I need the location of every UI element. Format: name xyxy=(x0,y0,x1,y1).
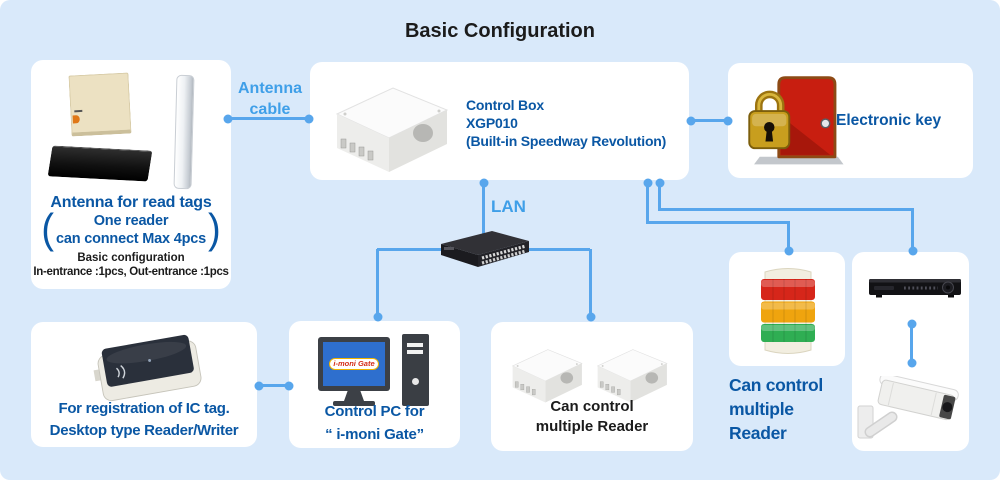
reader-writer-line1: For registration of IC tag. xyxy=(58,400,230,417)
reader-writer-caption: For registration of IC tag. Desktop type… xyxy=(31,398,257,442)
cctv-camera-icon xyxy=(850,373,962,446)
antenna-paren-line2: can connect Max 4pcs xyxy=(56,231,206,248)
line-endpoint xyxy=(723,116,733,125)
line-endpoint xyxy=(254,381,264,391)
pole-antenna-icon xyxy=(173,74,195,190)
tower-line-v1 xyxy=(646,182,649,224)
electronic-key-label: Electronic key xyxy=(836,112,942,129)
antenna-logo-mark xyxy=(72,115,80,124)
antenna-port-mark xyxy=(74,109,83,113)
dvr-line-v1 xyxy=(658,182,661,211)
line-endpoint xyxy=(223,114,233,123)
line-endpoint xyxy=(586,312,595,322)
signal-tower-icon xyxy=(756,263,820,359)
panel-antenna-icon xyxy=(68,72,132,137)
key-line xyxy=(690,119,729,122)
switch-reader-line-h xyxy=(522,248,590,251)
signal-tower-caption-line2: multiple xyxy=(729,399,794,420)
signal-tower-caption: Can control multiple Reader xyxy=(729,373,849,445)
padlock-door-icon xyxy=(742,72,847,172)
control-box-icon xyxy=(325,76,455,176)
desktop-reader-icon xyxy=(88,326,208,402)
paren-close: ) xyxy=(207,206,221,254)
reader-icon xyxy=(505,342,587,405)
monitor-base xyxy=(333,401,375,406)
line-endpoint xyxy=(373,312,383,322)
dvr-line-v2 xyxy=(911,209,914,253)
paren-open: ( xyxy=(41,206,55,254)
multi-reader-line1: Can control xyxy=(550,398,634,415)
tower-slot xyxy=(407,343,423,347)
switch-pc-line-h xyxy=(377,248,447,251)
control-box-line2: XGP010 xyxy=(466,114,518,131)
signal-tower-caption-line3: Reader xyxy=(729,423,787,444)
multi-reader-line2: multiple Reader xyxy=(535,418,649,436)
antenna-cable-label-line2: cable xyxy=(249,100,291,118)
pc-tower-icon xyxy=(402,334,429,406)
network-switch-icon xyxy=(434,227,534,271)
antenna-note-line1: Basic configuration xyxy=(77,252,185,264)
tower-line-h xyxy=(646,221,790,224)
signal-tower-caption-line1: Can control xyxy=(729,375,823,395)
tower-slot xyxy=(407,350,423,354)
antenna-cable-label: Antenna cable xyxy=(224,79,316,121)
line-endpoint xyxy=(643,178,652,188)
control-box-line3: (Built-in Speedway Revolution) xyxy=(466,132,667,149)
line-endpoint xyxy=(479,178,488,188)
control-pc-caption: Control PC for “ i-moni Gate” xyxy=(289,401,460,446)
antenna-box-title: Antenna for read tags xyxy=(50,194,212,211)
dvr-line-h xyxy=(658,208,914,211)
control-pc-line2: “ i-moni Gate” xyxy=(325,425,424,443)
line-endpoint xyxy=(908,246,917,256)
imoni-gate-logo: i-moni Gate xyxy=(329,357,379,371)
lan-line xyxy=(482,181,485,239)
monitor-screen: i-moni Gate xyxy=(323,342,385,386)
control-box-line1: Control Box xyxy=(466,97,544,113)
dvr-camera-line xyxy=(910,324,913,364)
line-endpoint xyxy=(907,319,916,329)
line-endpoint xyxy=(686,116,696,125)
line-endpoint xyxy=(907,358,916,368)
antenna-cable-line xyxy=(228,117,310,120)
line-endpoint xyxy=(784,246,793,256)
dvr-icon xyxy=(868,272,963,302)
line-endpoint xyxy=(284,381,294,391)
tower-button xyxy=(412,378,419,385)
monitor-stand xyxy=(344,391,364,401)
reader-writer-line2: Desktop type Reader/Writer xyxy=(49,421,239,439)
page-title: Basic Configuration xyxy=(404,20,595,42)
bar-antenna-icon xyxy=(47,145,153,182)
control-pc-icon: i-moni Gate xyxy=(318,334,430,408)
antenna-cable-label-line1: Antenna xyxy=(238,80,302,97)
lan-label: LAN xyxy=(491,197,526,216)
control-pc-line1: Control PC for xyxy=(324,403,425,420)
multi-reader-caption: Can control multiple Reader xyxy=(491,397,693,438)
monitor-icon: i-moni Gate xyxy=(318,337,390,391)
antenna-box-paren-note: ( One reader can connect Max 4pcs ) xyxy=(31,206,231,254)
line-endpoint xyxy=(304,114,314,123)
switch-reader-line-v xyxy=(589,249,592,318)
antenna-paren-line1: One reader xyxy=(93,213,169,229)
control-box-text: Control Box XGP010 (Built-in Speedway Re… xyxy=(466,97,691,151)
reader-icon xyxy=(590,342,672,405)
switch-pc-line-v xyxy=(376,249,379,318)
antenna-note-line2: In-entrance :1pcs, Out-entrance :1pcs xyxy=(33,266,229,278)
line-endpoint xyxy=(655,178,664,188)
rw-pc-line xyxy=(259,384,290,387)
tower-line-v2 xyxy=(787,222,790,252)
